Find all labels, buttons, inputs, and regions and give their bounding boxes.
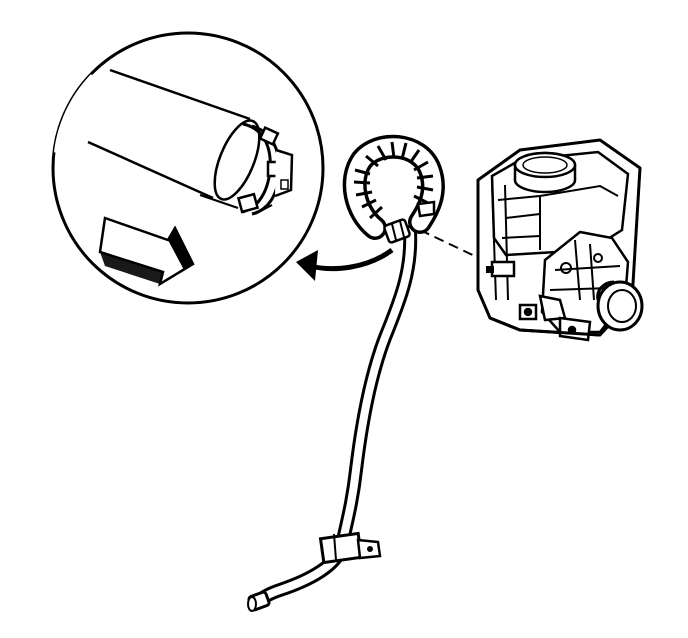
hose-end-fitting <box>247 590 271 612</box>
hose-insulation-sleeve <box>342 134 445 240</box>
hose-clamp-lower <box>318 531 382 565</box>
reservoir-cap <box>513 151 577 194</box>
pump-reservoir-assembly <box>476 138 644 342</box>
direction-arrow-icon <box>98 216 195 287</box>
return-hose <box>247 134 445 612</box>
detail-view <box>51 31 325 305</box>
hose-clamp-upper <box>383 200 436 244</box>
detail-hose-closeup <box>53 60 294 216</box>
reservoir-inlet-port <box>486 260 516 278</box>
callout-arrow-icon <box>296 247 394 281</box>
pump-pulley-hub <box>596 280 644 332</box>
